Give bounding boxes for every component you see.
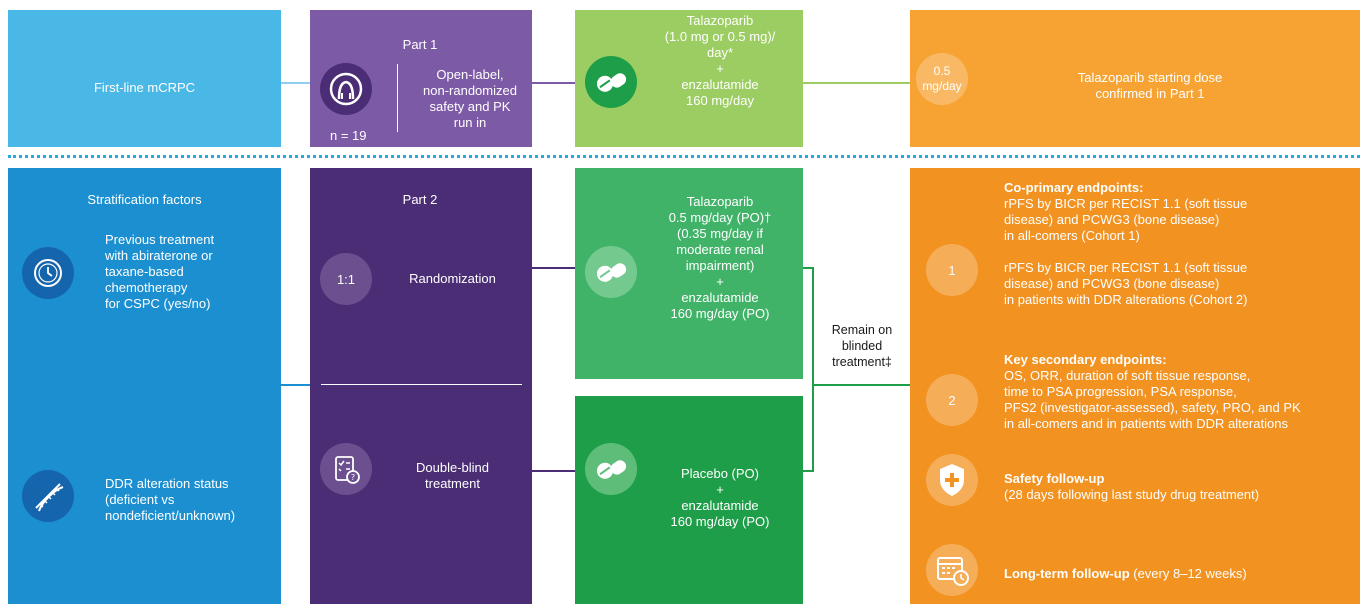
connector-treatment-outcome xyxy=(803,82,910,84)
part1-divider xyxy=(397,64,398,132)
pill-icon xyxy=(585,56,637,108)
part-separator xyxy=(8,155,1360,158)
endpoint-number-2: 2 xyxy=(926,374,978,426)
part1-title: Part 1 xyxy=(402,37,438,52)
endpoint-number-1: 1 xyxy=(926,244,978,296)
person-icon xyxy=(320,63,372,115)
connector-strat-randomization xyxy=(281,384,310,386)
population-label: First-line mCRPC xyxy=(93,80,196,95)
stratification-box xyxy=(8,168,281,604)
population-box xyxy=(8,10,281,147)
calendar-clock-icon xyxy=(926,544,978,596)
part1-treatment-text: Talazoparib(1.0 mg or 0.5 mg)/day* +enza… xyxy=(664,13,776,108)
questionnaire-icon: ? xyxy=(320,443,372,495)
connector-randomization-talazoparib xyxy=(532,267,575,269)
svg-text:?: ? xyxy=(351,473,355,482)
randomization-label: Randomization xyxy=(409,271,496,286)
connector-population-part1 xyxy=(281,82,310,84)
safety-followup: Safety follow-up (28 days following last… xyxy=(1004,471,1260,502)
part2-divider xyxy=(321,384,522,385)
secondary-title: Key secondary endpoints: xyxy=(1004,352,1167,367)
stratification-title: Stratification factors xyxy=(87,192,202,207)
part2-title: Part 2 xyxy=(402,192,438,207)
connector-part1-treatment xyxy=(532,82,575,84)
dna-icon xyxy=(22,470,74,522)
endpoints-box xyxy=(910,168,1360,604)
part1-outcome-box xyxy=(910,10,1360,147)
pill-icon xyxy=(585,246,637,298)
connector-bracket-endpoints xyxy=(812,384,910,386)
bracket-vertical xyxy=(812,267,814,472)
arm-placebo-box xyxy=(575,396,803,604)
part1-n-label: n = 19 xyxy=(330,128,367,143)
bracket-top xyxy=(803,267,814,269)
coprimary-endpoints: Co-primary endpoints: rPFS by BICR per R… xyxy=(1004,180,1354,308)
longterm-followup: Long-term follow-up (every 8–12 weeks) xyxy=(1004,566,1247,581)
clock-icon xyxy=(22,247,74,299)
part2-design-box xyxy=(310,168,532,604)
coprimary-title: Co-primary endpoints: xyxy=(1004,180,1144,195)
pill-icon xyxy=(585,443,637,495)
connector-randomization-placebo xyxy=(532,470,575,472)
bracket-bottom xyxy=(803,470,814,472)
ratio-circle: 1:1 xyxy=(320,253,372,305)
shield-plus-icon xyxy=(926,454,978,506)
secondary-endpoints: Key secondary endpoints: OS, ORR, durati… xyxy=(1004,352,1360,432)
